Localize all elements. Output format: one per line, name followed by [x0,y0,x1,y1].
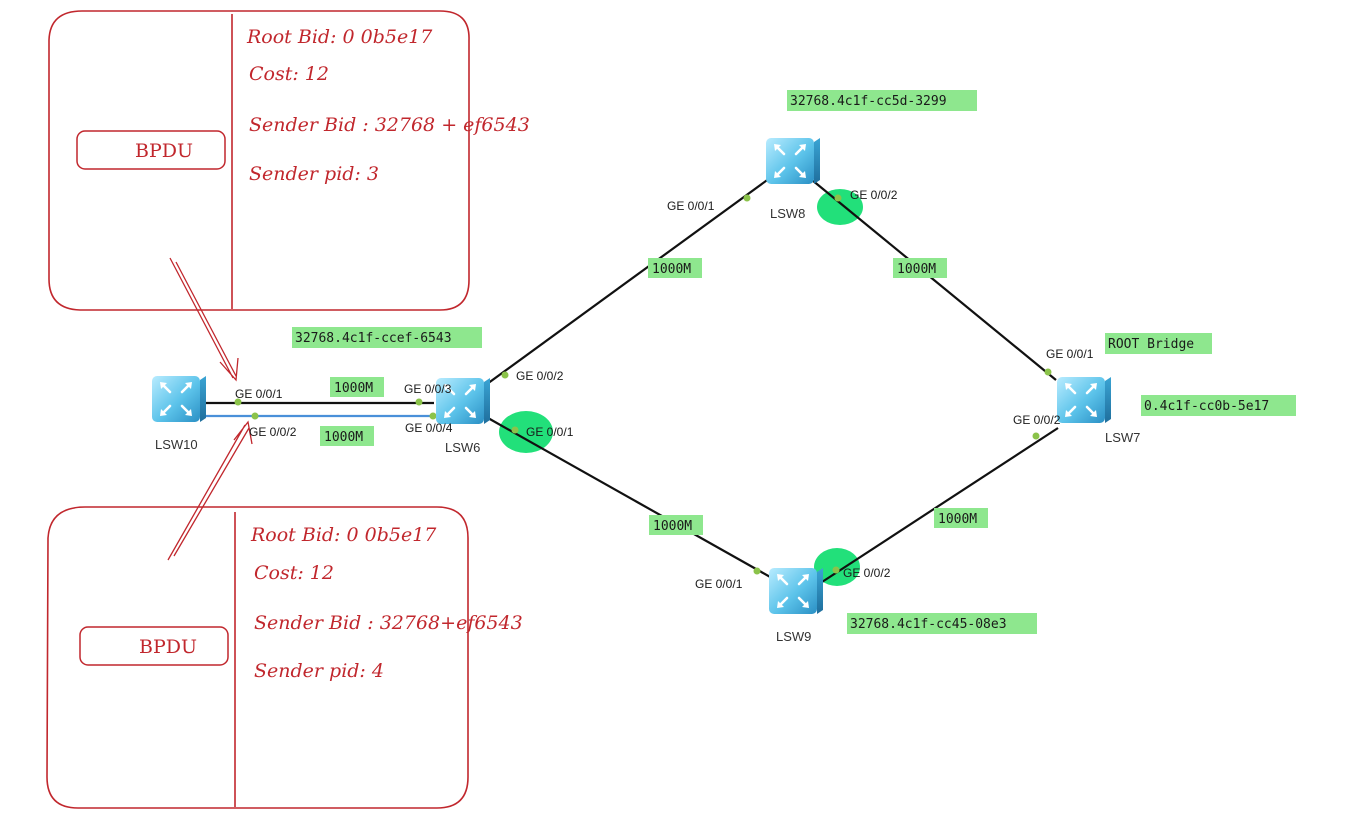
speed-tag-lsw6-lsw8: 1000M [648,258,702,278]
port-label: GE 0/0/3 [404,382,452,396]
link-lsw6-lsw9[interactable] [487,417,773,579]
root-bridge-text: ROOT Bridge [1108,337,1194,352]
device-label-lsw8: LSW8 [770,206,805,221]
speed-text: 1000M [938,512,977,527]
port-label: GE 0/0/2 [516,369,564,383]
speed-tags: 1000M 1000M 1000M 1000M 1000M 1000M [320,258,988,535]
bpdu-top-root-bid: Root Bid: 0 0b5e17 [246,26,433,48]
bpdu-top-sender-pid: Sender pid: 3 [249,163,379,185]
port-label: GE 0/0/2 [1013,413,1061,427]
switch-icon [767,566,825,616]
bridge-id-tag-lsw7: 0.4c1f-cc0b-5e17 [1141,395,1296,416]
bpdu-bottom-sender-bid: Sender Bid : 32768+ef6543 [254,612,523,634]
speed-text: 1000M [897,262,936,277]
dot-lsw6-ge003[interactable] [415,398,423,406]
switch-lsw10[interactable]: LSW10 [150,374,208,452]
arrow-top-to-ge001 [169,257,239,382]
port-label: GE 0/0/1 [526,425,574,439]
switch-icon [764,136,822,186]
speed-tag-lsw9-lsw7: 1000M [934,508,988,528]
bridge-id-text: 0.4c1f-cc0b-5e17 [1144,399,1269,414]
bridge-id-tag-lsw8: 32768.4c1f-cc5d-3299 [787,90,977,111]
dot-lsw6-ge002[interactable] [501,371,509,379]
port-label: GE 0/0/1 [695,577,743,591]
device-label-lsw6: LSW6 [445,440,480,455]
bpdu-bottom-cost: Cost: 12 [254,562,334,584]
bridge-id-tags: 32768.4c1f-ccef-6543 32768.4c1f-cc5d-329… [292,90,1296,634]
arrow-bottom-to-ge002 [167,420,253,561]
port-label: GE 0/0/1 [667,199,715,213]
bpdu-bottom-label-box [79,626,229,666]
speed-tag-lsw8-lsw7: 1000M [893,258,947,278]
dot-lsw8-ge001[interactable] [743,194,751,202]
bpdu-top-frame [48,10,470,311]
bridge-id-text: 32768.4c1f-cc45-08e3 [850,617,1007,632]
switch-lsw7[interactable]: LSW7 [1055,375,1140,445]
bpdu-bottom-label: BPDU [139,636,197,658]
dot-lsw7-ge002[interactable] [1032,432,1040,440]
port-labels: GE 0/0/1 GE 0/0/2 GE 0/0/3 GE 0/0/4 GE 0… [235,188,1094,591]
port-label: GE 0/0/1 [1046,347,1094,361]
bpdu-top-cost: Cost: 12 [249,63,329,85]
speed-tag-lsw10-lsw6-a: 1000M [330,377,384,397]
port-label: GE 0/0/1 [235,387,283,401]
device-label-lsw7: LSW7 [1105,430,1140,445]
bpdu-annotation-bottom: BPDU Root Bid: 0 0b5e17 Cost: 12 Sender … [46,506,523,809]
speed-text: 1000M [334,381,373,396]
bpdu-top-label: BPDU [135,140,193,162]
dot-lsw6-ge004[interactable] [429,412,437,420]
speed-tag-lsw6-lsw9: 1000M [649,515,703,535]
bridge-id-text: 32768.4c1f-cc5d-3299 [790,94,947,109]
switch-lsw8[interactable]: LSW8 [764,136,822,221]
switch-lsw6[interactable]: LSW6 [434,376,492,455]
dot-lsw6-ge001[interactable] [511,426,519,434]
port-dots [234,194,1052,575]
links [206,177,1059,583]
switch-icon [150,374,208,424]
annotation-arrows [167,257,253,561]
highlight-lsw8-ge002 [817,189,863,225]
speed-tag-lsw10-lsw6-b: 1000M [320,426,374,446]
link-lsw8-lsw7[interactable] [811,179,1057,381]
bridge-id-tag-lsw9: 32768.4c1f-cc45-08e3 [847,613,1037,634]
bridge-id-text: 32768.4c1f-ccef-6543 [295,331,452,346]
dot-lsw10-ge001[interactable] [234,398,242,406]
bpdu-bottom-root-bid: Root Bid: 0 0b5e17 [250,524,437,546]
root-port-highlights [499,189,863,586]
switch-icon [1055,375,1113,425]
device-label-lsw10: LSW10 [155,437,198,452]
link-lsw6-lsw8[interactable] [486,177,771,385]
speed-text: 1000M [652,262,691,277]
port-label: GE 0/0/2 [850,188,898,202]
bpdu-top-sender-bid: Sender Bid : 32768 + ef6543 [249,114,530,136]
bridge-id-tag-lsw6: 32768.4c1f-ccef-6543 [292,327,482,348]
dot-lsw9-ge001[interactable] [753,567,761,575]
dot-lsw7-ge001[interactable] [1044,368,1052,376]
root-bridge-tag: ROOT Bridge [1105,333,1212,354]
bpdu-top-label-box [76,130,226,170]
dot-lsw8-ge002[interactable] [834,194,842,202]
link-lsw9-lsw7[interactable] [821,427,1059,583]
dot-lsw10-ge002[interactable] [251,412,259,420]
dot-lsw9-ge002[interactable] [832,566,840,574]
speed-text: 1000M [653,519,692,534]
bpdu-bottom-frame [46,506,469,809]
port-label: GE 0/0/2 [249,425,297,439]
port-label: GE 0/0/4 [405,421,453,435]
port-label: GE 0/0/2 [843,566,891,580]
device-label-lsw9: LSW9 [776,629,811,644]
highlight-lsw6-ge001 [499,411,553,453]
speed-text: 1000M [324,430,363,445]
bpdu-annotation-top: BPDU Root Bid: 0 0b5e17 Cost: 12 Sender … [48,10,530,311]
bpdu-bottom-sender-pid: Sender pid: 4 [254,660,384,682]
switch-lsw9[interactable]: LSW9 [767,566,825,644]
